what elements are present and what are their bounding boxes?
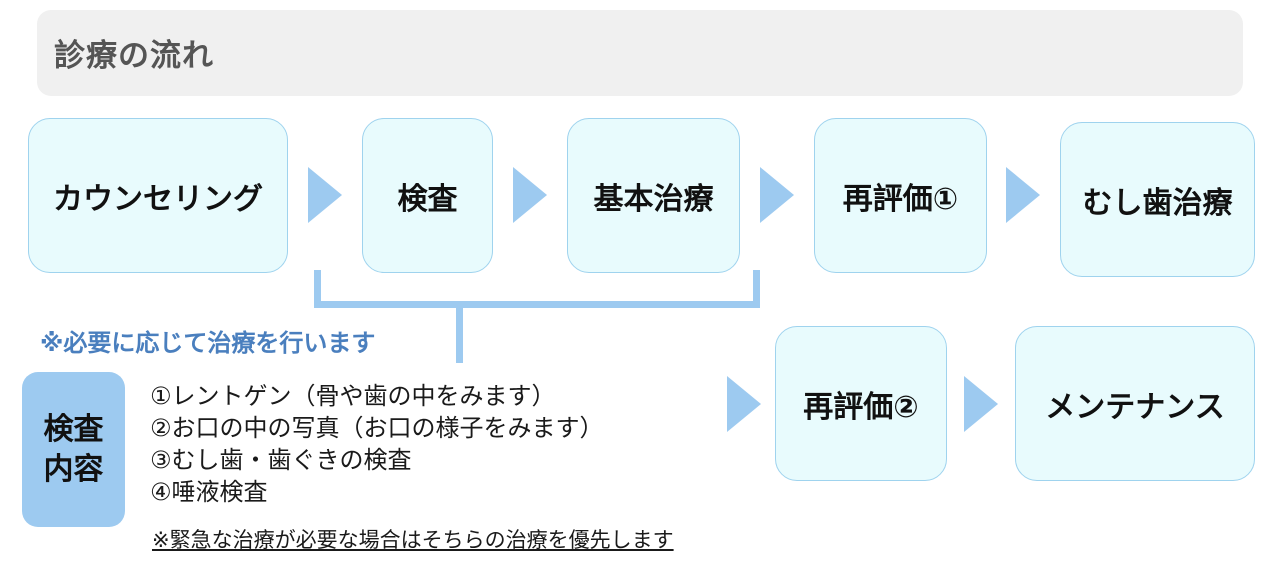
exam-item: ②お口の中の写真（お口の様子をみます） bbox=[150, 414, 604, 442]
arrow-right-icon bbox=[1006, 167, 1040, 223]
exam-item: ①レントゲン（骨や歯の中をみます） bbox=[150, 382, 556, 410]
arrow-right-icon bbox=[513, 167, 547, 223]
bracket-connector bbox=[314, 270, 760, 308]
step-reevaluation-1: 再評価① bbox=[814, 118, 987, 273]
exam-item-list: ①レントゲン（骨や歯の中をみます） ②お口の中の写真（お口の様子をみます） ③む… bbox=[150, 380, 604, 508]
arrow-right-icon bbox=[308, 167, 342, 223]
page-title: 診療の流れ bbox=[54, 38, 214, 74]
urgent-treatment-footnote: ※緊急な治療が必要な場合はそちらの治療を優先します bbox=[152, 528, 674, 552]
treatment-note: ※必要に応じて治療を行います bbox=[40, 329, 376, 357]
step-maintenance: メンテナンス bbox=[1015, 326, 1255, 481]
exam-item: ④唾液検査 bbox=[150, 478, 268, 506]
step-cavity-treatment: むし歯治療 bbox=[1060, 122, 1255, 277]
step-basic-treatment: 基本治療 bbox=[567, 118, 740, 273]
arrow-right-icon bbox=[760, 167, 794, 223]
exam-badge-line2: 内容 bbox=[43, 451, 104, 487]
step-reevaluation-2: 再評価② bbox=[775, 326, 947, 481]
header-banner: 診療の流れ bbox=[37, 10, 1243, 96]
exam-content-badge: 検査 内容 bbox=[22, 372, 125, 527]
exam-badge-line1: 検査 bbox=[43, 411, 104, 447]
step-exam: 検査 bbox=[362, 118, 493, 273]
bracket-stem bbox=[456, 306, 463, 363]
step-counseling: カウンセリング bbox=[28, 118, 288, 273]
exam-item: ③むし歯・歯ぐきの検査 bbox=[150, 446, 412, 474]
arrow-right-icon bbox=[964, 376, 998, 432]
arrow-right-icon bbox=[727, 376, 761, 432]
